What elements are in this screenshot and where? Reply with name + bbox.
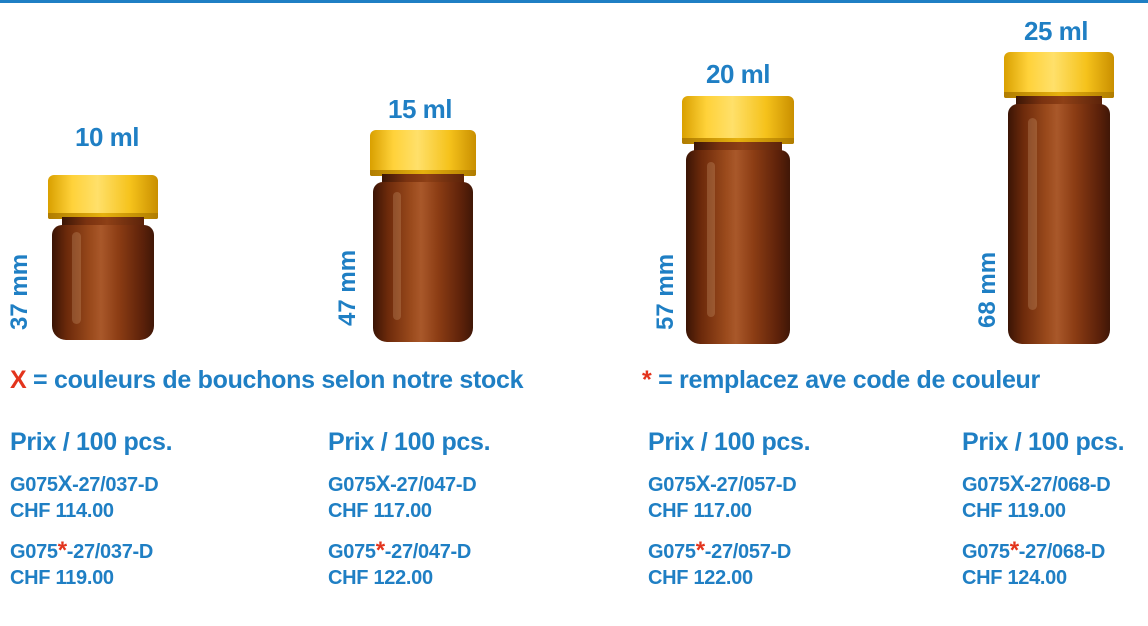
vial-cap — [370, 130, 476, 176]
vial-volume-15ml: 15 ml — [388, 94, 453, 124]
legend-star: * = remplacez ave code de couleur — [642, 366, 1040, 395]
product-code-custom: G075*-27/057-D — [648, 537, 792, 564]
vial-height-68mm: 68 mm — [974, 251, 1001, 328]
vial-glass — [373, 182, 473, 342]
price-heading: Prix / 100 pcs. — [328, 428, 491, 456]
price-heading: Prix / 100 pcs. — [648, 428, 811, 456]
vial-cap — [48, 175, 158, 219]
legend-x-text: = couleurs de bouchons selon notre stock — [33, 366, 524, 394]
vial-image-25ml — [1004, 52, 1114, 344]
product-price-standard: CHF 117.00 — [648, 500, 752, 522]
vial-volume-10ml: 10 ml — [75, 122, 140, 152]
vial-cap — [682, 96, 794, 144]
vial-height-57mm: 57 mm — [652, 253, 679, 330]
vial-cap — [1004, 52, 1114, 98]
vial-glass — [1008, 104, 1110, 344]
product-code-custom: G075*-27/047-D — [328, 537, 472, 564]
vial-image-10ml — [48, 175, 158, 340]
vial-image-20ml — [682, 96, 794, 344]
product-column-15ml: Prix / 100 pcs. G075X-27/047-D CHF 117.0… — [328, 428, 538, 591]
product-code-custom: G075*-27/068-D — [962, 537, 1106, 564]
legend-star-symbol: * — [642, 366, 652, 394]
product-price-custom: CHF 122.00 — [648, 567, 753, 589]
product-price-custom: CHF 119.00 — [10, 567, 114, 589]
vial-glass — [686, 150, 790, 344]
product-column-20ml: Prix / 100 pcs. G075X-27/057-D CHF 117.0… — [648, 428, 858, 591]
vial-volume-20ml: 20 ml — [706, 59, 771, 89]
product-code-standard: G075X-27/037-D — [10, 471, 159, 496]
legend-x: X = couleurs de bouchons selon notre sto… — [10, 366, 524, 395]
product-price-custom: CHF 124.00 — [962, 567, 1067, 589]
product-code-standard: G075X-27/068-D — [962, 471, 1111, 496]
product-price-standard: CHF 114.00 — [10, 500, 114, 522]
top-border-line — [0, 0, 1148, 3]
price-heading: Prix / 100 pcs. — [962, 428, 1125, 456]
product-price-standard: CHF 119.00 — [962, 500, 1066, 522]
product-code-standard: G075X-27/057-D — [648, 471, 797, 496]
product-price-standard: CHF 117.00 — [328, 500, 432, 522]
vial-image-15ml — [370, 130, 476, 342]
legend-star-text: = remplacez ave code de couleur — [658, 366, 1040, 394]
price-heading: Prix / 100 pcs. — [10, 428, 173, 456]
vial-glass — [52, 225, 154, 340]
product-column-10ml: Prix / 100 pcs. G075X-27/037-D CHF 114.0… — [10, 428, 220, 591]
vial-volume-25ml: 25 ml — [1024, 16, 1089, 46]
vial-height-37mm: 37 mm — [6, 253, 33, 330]
product-price-custom: CHF 122.00 — [328, 567, 433, 589]
legend-x-symbol: X — [10, 366, 27, 394]
vial-height-47mm: 47 mm — [334, 249, 361, 326]
product-column-25ml: Prix / 100 pcs. G075X-27/068-D CHF 119.0… — [962, 428, 1148, 591]
product-code-custom: G075*-27/037-D — [10, 537, 154, 564]
product-code-standard: G075X-27/047-D — [328, 471, 477, 496]
